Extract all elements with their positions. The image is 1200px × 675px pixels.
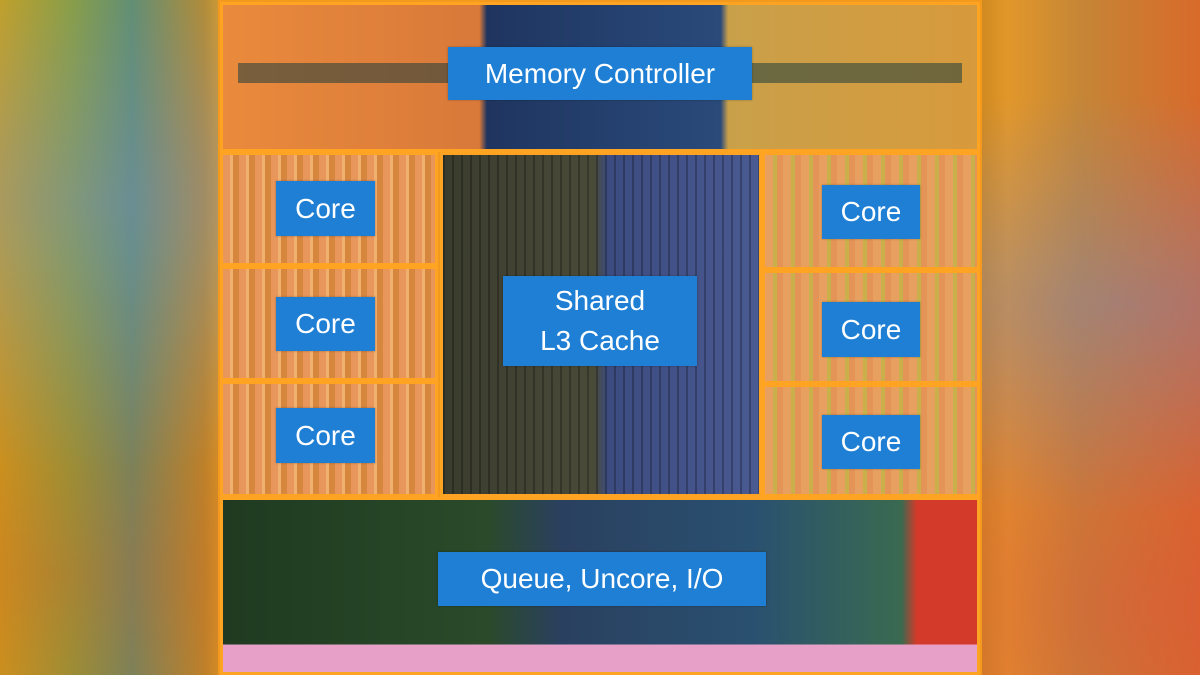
core-label: Core (822, 185, 920, 239)
l3-cache-label-line1: Shared (554, 285, 646, 316)
core-label: Core (822, 302, 920, 357)
memory-controller-label: Memory Controller (448, 47, 752, 100)
core-label: Core (276, 408, 375, 463)
l3-cache-label-line2: L3 Cache (540, 325, 660, 356)
cpu-die-shot: Memory Controller Core Core Core Core Co… (218, 0, 982, 675)
core-label: Core (276, 297, 375, 351)
core-region-right-1 (762, 152, 980, 270)
l3-cache-label: Shared L3 Cache (503, 276, 697, 366)
core-label: Core (822, 415, 920, 469)
uncore-label: Queue, Uncore, I/O (438, 552, 766, 606)
core-region-left-3 (220, 381, 438, 497)
core-region-left-1 (220, 152, 438, 266)
core-label: Core (276, 181, 375, 236)
